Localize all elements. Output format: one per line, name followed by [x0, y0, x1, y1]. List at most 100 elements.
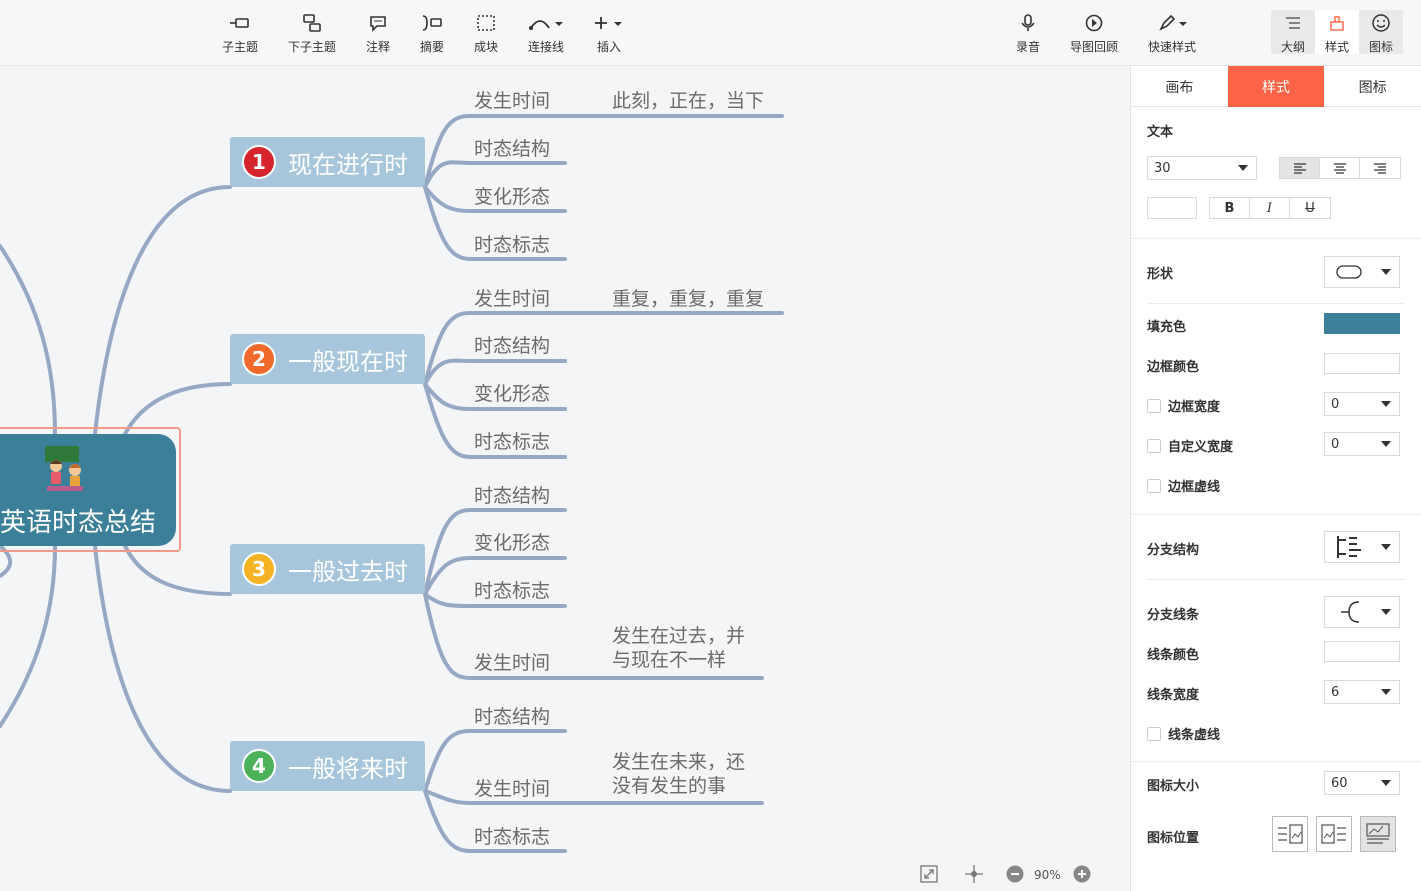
subtopic-label[interactable]: 时态结构	[474, 485, 551, 507]
line-dash-checkbox[interactable]	[1147, 726, 1161, 741]
map-review-button[interactable]: 导图回顾	[1070, 12, 1118, 58]
record-button[interactable]: 录音	[1016, 12, 1040, 58]
subtopic-label[interactable]: 时态结构	[474, 138, 551, 160]
subtopic-label[interactable]: 变化形态	[474, 532, 551, 554]
chevron-down-icon	[1381, 269, 1391, 275]
zoom-controls: 90%	[920, 860, 1091, 890]
icon-size-label: 图标大小	[1147, 779, 1200, 794]
subtopic-label[interactable]: 时态结构	[474, 335, 551, 357]
chevron-down-icon	[1381, 441, 1391, 447]
comment-button[interactable]: 注释	[366, 12, 390, 58]
mindmap-canvas[interactable]: 英语时态总结 1 现在进行时 2 一般现在时 3 一般过去时 4 一般将来时 发…	[0, 66, 1130, 891]
branch-structure-select[interactable]	[1324, 531, 1400, 563]
root-topic[interactable]: 英语时态总结	[0, 434, 176, 546]
subtopic-label[interactable]: 变化形态	[474, 383, 551, 405]
icon-position-right-button[interactable]	[1272, 816, 1308, 852]
text-color-picker[interactable]	[1147, 197, 1197, 219]
border-dash-row: 边框虚线	[1147, 476, 1220, 495]
center-icon[interactable]	[964, 864, 984, 887]
text-align-group	[1279, 157, 1401, 179]
fit-screen-icon[interactable]	[920, 864, 938, 886]
branch-node-2[interactable]: 2 一般现在时	[230, 334, 425, 384]
chevron-down-icon	[1381, 609, 1391, 615]
root-title: 英语时态总结	[0, 508, 156, 538]
subtopic-label[interactable]: 发生时间	[474, 652, 551, 674]
curve-line-icon	[1341, 601, 1360, 623]
strikethrough-button[interactable]: U	[1305, 200, 1315, 216]
subtopic-label[interactable]: 发生时间	[474, 90, 551, 112]
bold-button[interactable]: B	[1210, 198, 1250, 218]
tab-style[interactable]: 样式	[1227, 66, 1325, 107]
subtopic-button[interactable]: 子主题	[222, 12, 258, 58]
icon-position-top-button[interactable]	[1360, 816, 1396, 852]
priority-2-icon: 2	[242, 342, 276, 376]
italic-button[interactable]: I	[1250, 198, 1290, 218]
branch-node-1[interactable]: 1 现在进行时	[230, 137, 425, 187]
branch-line-select[interactable]	[1324, 596, 1400, 628]
zoom-out-icon[interactable]	[1006, 865, 1024, 886]
custom-width-checkbox[interactable]	[1147, 438, 1161, 453]
subtopic-label[interactable]: 变化形态	[474, 186, 551, 208]
line-dash-row: 线条虚线	[1147, 724, 1220, 743]
connector-icon	[529, 12, 563, 34]
note-label[interactable]: 此刻，正在，当下	[612, 90, 765, 112]
line-color-label: 线条颜色	[1147, 648, 1200, 663]
branch-node-3[interactable]: 3 一般过去时	[230, 544, 425, 594]
note-label[interactable]: 重复，重复，重复	[612, 288, 765, 310]
icon-size-select[interactable]: 60	[1324, 771, 1400, 795]
child-topic-button[interactable]: 下子主题	[288, 12, 336, 58]
border-color-swatch[interactable]	[1324, 353, 1400, 374]
icon-view-button[interactable]: 图标	[1369, 12, 1393, 58]
connector-button[interactable]: 连接线	[528, 12, 564, 58]
line-color-swatch[interactable]	[1324, 641, 1400, 662]
border-color-label: 边框颜色	[1147, 360, 1200, 375]
priority-4-icon: 4	[242, 749, 276, 783]
shape-select[interactable]	[1324, 256, 1400, 288]
boundary-button[interactable]: 成块	[474, 12, 498, 58]
note-label[interactable]: 发生在未来，还 没有发生的事	[612, 751, 746, 797]
subtopic-label[interactable]: 时态标志	[474, 580, 551, 602]
outline-icon	[1284, 12, 1302, 34]
line-width-label: 线条宽度	[1147, 688, 1200, 703]
subtopic-label[interactable]: 时态标志	[474, 431, 551, 453]
border-dash-checkbox[interactable]	[1147, 478, 1161, 493]
icon-position-left-button[interactable]	[1316, 816, 1352, 852]
subtopic-label[interactable]: 发生时间	[474, 778, 551, 800]
fill-color-swatch[interactable]	[1324, 313, 1400, 334]
subtopic-label[interactable]: 发生时间	[474, 288, 551, 310]
border-width-row: 边框宽度	[1147, 396, 1220, 415]
play-icon	[1084, 12, 1104, 34]
subtopic-label[interactable]: 时态结构	[474, 706, 551, 728]
icon-position-label: 图标位置	[1147, 831, 1200, 846]
branch-title: 一般现在时	[288, 347, 408, 376]
zoom-in-icon[interactable]	[1073, 865, 1091, 886]
tab-canvas[interactable]: 画布	[1165, 79, 1194, 96]
branch-title: 现在进行时	[288, 150, 408, 179]
subtopic-label[interactable]: 时态标志	[474, 826, 551, 848]
quick-style-button[interactable]: 快速样式	[1148, 12, 1196, 58]
branch-node-4[interactable]: 4 一般将来时	[230, 741, 425, 791]
teacher-illustration-icon	[45, 446, 83, 491]
insert-button[interactable]: 插入	[594, 12, 624, 58]
font-size-select[interactable]: 30	[1147, 156, 1257, 180]
align-left-button[interactable]	[1280, 158, 1320, 178]
note-label[interactable]: 发生在过去，并 与现在不一样	[612, 625, 746, 671]
tab-icon[interactable]: 图标	[1358, 79, 1387, 96]
border-width-checkbox[interactable]	[1147, 398, 1161, 413]
subtopic-label[interactable]: 时态标志	[474, 234, 551, 256]
icon-right-layout-icon	[1278, 824, 1303, 844]
brush-icon	[1157, 12, 1187, 34]
panel-tabs: 画布 样式 图标	[1131, 66, 1421, 107]
align-right-button[interactable]	[1360, 158, 1400, 178]
border-width-select[interactable]: 0	[1324, 392, 1400, 416]
shape-label: 形状	[1147, 267, 1174, 282]
style-view-button[interactable]: 样式	[1325, 12, 1349, 58]
align-center-button[interactable]	[1320, 158, 1360, 178]
summary-button[interactable]: 摘要	[420, 12, 444, 58]
line-width-select[interactable]: 6	[1324, 680, 1400, 704]
outline-button[interactable]: 大纲	[1281, 12, 1305, 58]
toolbar: 子主题 下子主题 注释 摘要 成块 连接线 插入 录音 导图回顾 快速样式	[0, 0, 1421, 66]
align-left-icon	[1293, 163, 1306, 174]
custom-width-select[interactable]: 0	[1324, 432, 1400, 456]
custom-width-row: 自定义宽度	[1147, 436, 1233, 455]
